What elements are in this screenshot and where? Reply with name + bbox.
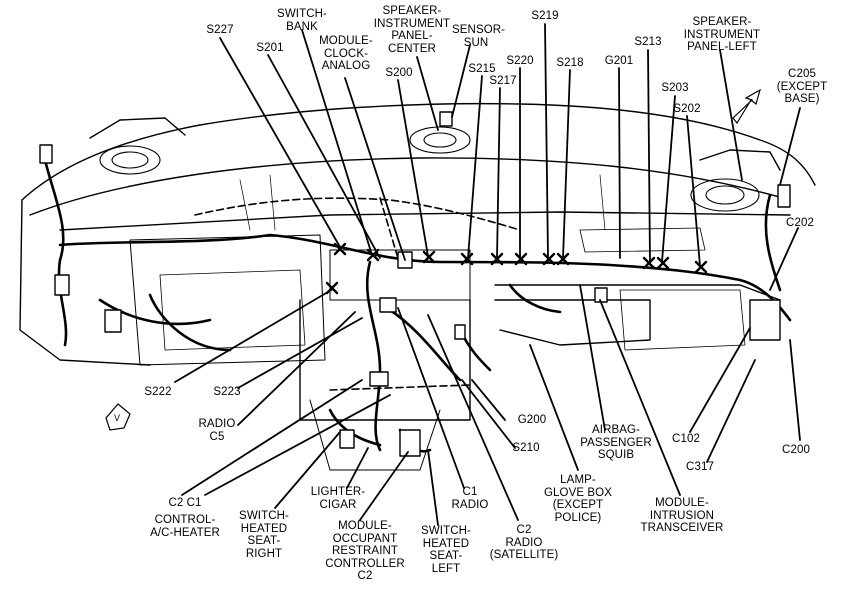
view-arrow-icon: V <box>105 403 131 431</box>
label-g201: G201 <box>604 55 634 67</box>
label-c205: C205 (EXCEPT BASE) <box>776 68 828 105</box>
speaker-pods <box>99 126 760 212</box>
label-speaker-instrument-panel-left: SPEAKER- INSTRUMENT PANEL-LEFT <box>683 16 761 53</box>
label-s220: S220 <box>506 55 534 67</box>
label-s215: S215 <box>468 63 496 75</box>
label-speaker-instrument-panel-center: SPEAKER- INSTRUMENT PANEL- CENTER <box>373 5 451 55</box>
label-c102: C102 <box>672 433 700 445</box>
splice-markers <box>325 242 708 295</box>
label-s222: S222 <box>144 386 172 398</box>
label-c1-radio: C1 RADIO <box>451 486 489 511</box>
label-s202: S202 <box>673 103 701 115</box>
svg-text:V: V <box>114 413 120 423</box>
label-s218: S218 <box>556 57 584 69</box>
leader-lines <box>174 23 801 526</box>
label-c202: C202 <box>786 217 814 229</box>
label-lamp-glove-box: LAMP- GLOVE BOX (EXCEPT POLICE) <box>543 474 612 524</box>
label-switch-heated-seat-right: SWITCH- HEATED SEAT- RIGHT <box>239 510 289 560</box>
label-lighter-cigar: LIGHTER- CIGAR <box>310 486 366 511</box>
label-radio-c5: RADIO C5 <box>198 418 236 443</box>
label-s219: S219 <box>531 10 559 22</box>
label-s200: S200 <box>385 67 413 79</box>
label-sensor-sun: SENSOR- SUN <box>452 24 506 49</box>
label-s213: S213 <box>634 36 662 48</box>
dashboard-outline <box>19 102 816 471</box>
direction-arrow-icon <box>732 88 761 125</box>
label-c2-radio-satellite: C2 RADIO (SATELLITE) <box>489 524 559 561</box>
label-module-occupant-restraint-controller: MODULE- OCCUPANT RESTRAINT CONTROLLER C2 <box>325 520 405 582</box>
label-s201: S201 <box>256 42 284 54</box>
label-control-ac-heater: CONTROL- A/C-HEATER <box>150 514 220 539</box>
label-s203: S203 <box>661 82 689 94</box>
connectors <box>39 111 791 457</box>
label-s217: S217 <box>489 75 517 87</box>
label-airbag-passenger-squib: AIRBAG- PASSENGER SQUIB <box>580 424 652 461</box>
label-switch-bank: SWITCH- BANK <box>277 8 327 33</box>
label-s227: S227 <box>206 24 234 36</box>
label-module-intrusion-transceiver: MODULE- INTRUSION TRANSCEIVER <box>640 497 724 534</box>
label-s210: S210 <box>512 442 540 454</box>
label-switch-heated-seat-left: SWITCH- HEATED SEAT- LEFT <box>421 525 471 575</box>
label-g200: G200 <box>517 414 547 426</box>
label-c2-c1: C2 C1 <box>168 497 202 509</box>
label-c317: C317 <box>686 461 714 473</box>
label-s223: S223 <box>213 386 241 398</box>
label-c200: C200 <box>782 444 810 456</box>
label-module-clock-analog: MODULE- CLOCK- ANALOG <box>319 35 373 72</box>
